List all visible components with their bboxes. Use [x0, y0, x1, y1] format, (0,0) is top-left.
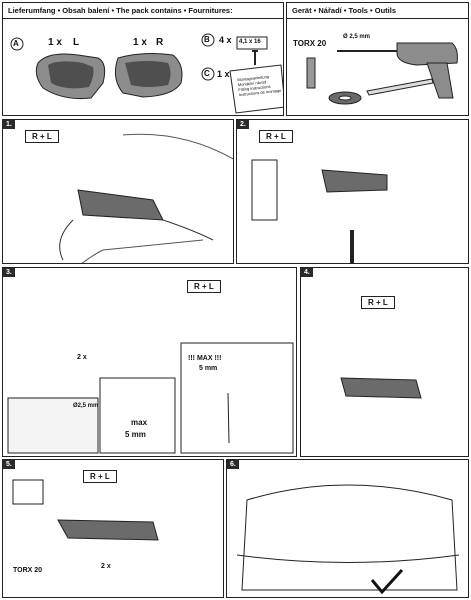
screw-count: 2 x [101, 563, 111, 570]
pencil-icon [251, 159, 278, 221]
tools-illustration [306, 42, 458, 105]
step-number: 2. [237, 120, 249, 129]
step-2-panel: 2. R + L [236, 119, 469, 264]
checkmark-icon [370, 568, 404, 595]
step-5-panel: 5. R + L 2 x TORX 20 [2, 459, 224, 598]
side-tag: R + L [25, 130, 59, 143]
step-1-panel: 1. R + L [2, 119, 234, 264]
divider [3, 18, 283, 19]
step-number: 4. [301, 268, 313, 277]
step-3-illustration [7, 342, 294, 454]
item-b-qty: 4 x [219, 35, 232, 45]
step-number: 5. [3, 460, 15, 469]
instruction-leaflet-icon [229, 64, 283, 114]
drill-size: Ø2,5 mm [73, 403, 99, 409]
tape-max-label: !!! MAX !!! [188, 355, 222, 362]
screw-size: 4,1 x 16 [239, 39, 261, 45]
torx-label: TORX 20 [293, 39, 327, 48]
item-a-letter: A [13, 39, 19, 48]
drill-icon [337, 42, 458, 99]
contents-illustration [10, 33, 283, 114]
divider [287, 18, 468, 19]
item-a-qty-right: 1 x [133, 37, 147, 48]
hole-count: 2 x [77, 354, 87, 361]
step-2-illustration [251, 159, 388, 263]
item-a-left-label: L [73, 37, 80, 48]
side-tag: R + L [259, 130, 293, 143]
side-tag: R + L [83, 470, 117, 483]
step-3-panel: 3. R + L 2 x Ø2,5 mm max 5 mm !!! MAX !!… [2, 267, 297, 457]
step-number: 1. [3, 120, 15, 129]
torx-bit-icon [306, 57, 316, 89]
max-value: 5 mm [125, 430, 146, 439]
contents-header: Lieferumfang • Obsah balení • The pack c… [8, 6, 233, 15]
tools-header: Gerät • Nářadí • Tools • Outils [292, 6, 397, 15]
step-4-illustration [340, 377, 422, 399]
item-c-qty: 1 x [217, 69, 230, 79]
item-b-letter: B [204, 35, 210, 44]
step-6-illustration [236, 484, 460, 595]
side-tag: R + L [361, 296, 395, 309]
step-6-panel: 6. [226, 459, 469, 598]
step-number: 3. [3, 268, 15, 277]
item-a-right-label: R [156, 37, 164, 48]
step-number: 6. [227, 460, 239, 469]
item-c-letter: C [204, 69, 210, 78]
tape-max-value: 5 mm [199, 365, 218, 372]
pencil-icon [366, 78, 434, 96]
drill-size: Ø 2,5 mm [343, 34, 371, 40]
contents-panel: Lieferumfang • Obsah balení • The pack c… [2, 2, 284, 116]
step-4-panel: 4. R + L [300, 267, 469, 457]
tape-roll-icon [328, 91, 362, 105]
torx-label: TORX 20 [13, 567, 43, 574]
item-a-qty-left: 1 x [48, 37, 62, 48]
trim-icon [77, 189, 164, 221]
side-tag: R + L [187, 280, 221, 293]
max-label: max [131, 418, 148, 427]
step-5-illustration [12, 479, 159, 541]
screw-icon [236, 36, 268, 65]
tools-panel: Gerät • Nářadí • Tools • Outils TORX 20 … [286, 2, 469, 116]
step-1-illustration [59, 133, 233, 263]
